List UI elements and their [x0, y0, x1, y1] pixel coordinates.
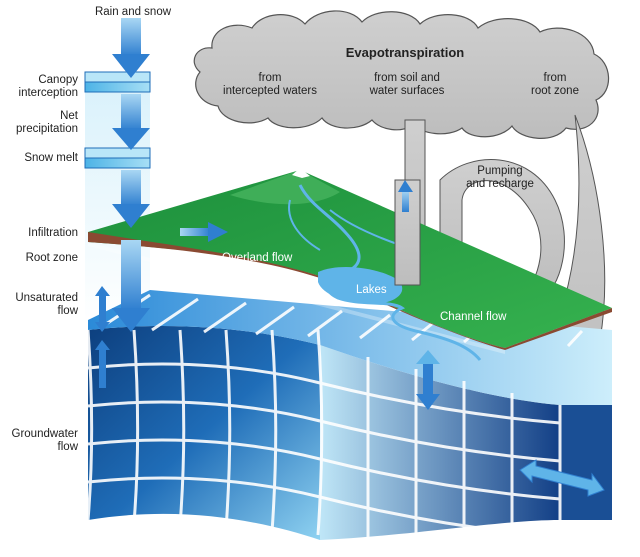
infiltration-arrow [112, 170, 150, 228]
canopy-interception-label: Canopy interception [18, 74, 78, 99]
from-intercepted-waters-label: from intercepted waters [223, 72, 317, 97]
evapotranspiration-title: Evapotranspiration [345, 45, 465, 60]
rain-arrow [112, 18, 150, 78]
rain-and-snow-label: Rain and snow [94, 6, 172, 18]
lakes-shape [318, 266, 403, 304]
canopy-cube [84, 71, 151, 93]
root-zone-label: Root zone [25, 252, 78, 264]
surface-exchange-arrow [416, 350, 440, 410]
snow-melt-label: Snow melt [24, 152, 78, 164]
unsaturated-flow-label: Unsaturated flow [15, 292, 78, 317]
from-root-zone-label: from root zone [531, 72, 579, 97]
infiltration-label: Infiltration [28, 227, 78, 239]
evaporation-up-arrow [398, 180, 413, 212]
pumping-recharge-label: Pumping and recharge [466, 165, 534, 190]
from-soil-water-label: from soil and water surfaces [369, 72, 445, 97]
snowmelt-cube [84, 147, 151, 169]
groundwater-flow-label: Groundwater flow [11, 428, 78, 453]
net-precipitation-label: Net precipitation [15, 110, 78, 135]
small-updown-arrow [95, 286, 110, 332]
deep-updown-arrow [95, 340, 110, 388]
lakes-label: Lakes [356, 284, 387, 296]
overland-flow-arrow [180, 222, 228, 242]
lateral-groundwater-arrow [519, 459, 605, 497]
unsaturated-arrow [112, 240, 150, 332]
overland-flow-label: Overland flow [222, 252, 293, 264]
net-precipitation-arrow [112, 94, 150, 150]
channel-flow-label: Channel flow [440, 311, 507, 323]
